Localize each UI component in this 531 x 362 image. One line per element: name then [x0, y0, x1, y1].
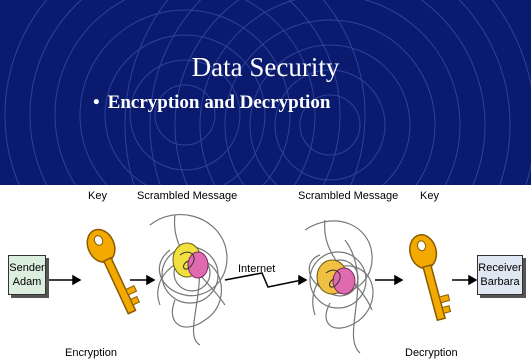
- slide-title: Data Security: [191, 52, 340, 82]
- receiver-label: Receiver: [478, 262, 522, 274]
- arrow-key-to-scrambled: [130, 274, 156, 286]
- scrambled-right-label: Scrambled Message: [298, 190, 399, 202]
- encryption-label: Encryption: [65, 347, 117, 359]
- key-left-icon: [86, 228, 141, 315]
- slide-bullet: • Encryption and Decryption: [93, 92, 330, 114]
- sender-box: Sender Adam: [8, 255, 46, 295]
- bullet-dot: •: [93, 92, 100, 113]
- sender-name: Adam: [12, 276, 42, 288]
- receiver-box: Receiver Barbara: [477, 255, 523, 295]
- decryption-label: Decryption: [405, 347, 458, 359]
- key-left-label: Key: [88, 190, 107, 202]
- receiver-name: Barbara: [480, 276, 520, 288]
- scrambled-left-label: Scrambled Message: [137, 190, 238, 202]
- bullet-text: Encryption and Decryption: [107, 92, 331, 113]
- arrow-sender-to-key: [46, 274, 82, 286]
- sender-label: Sender: [9, 262, 45, 274]
- title-banner: Data Security • Encryption and Decryption: [0, 0, 531, 185]
- scrambled-message-right-icon: [304, 219, 374, 354]
- encryption-diagram: [46, 214, 478, 354]
- internet-label: Internet: [238, 263, 276, 275]
- scrambled-message-left-icon: [149, 214, 228, 346]
- decorative-arcs: [4, 0, 531, 185]
- key-right-icon: [409, 234, 452, 322]
- key-right-label: Key: [420, 190, 439, 202]
- arrow-scrambled-to-key: [375, 274, 404, 286]
- arrow-key-to-receiver: [452, 274, 478, 286]
- internet-link: [224, 272, 308, 288]
